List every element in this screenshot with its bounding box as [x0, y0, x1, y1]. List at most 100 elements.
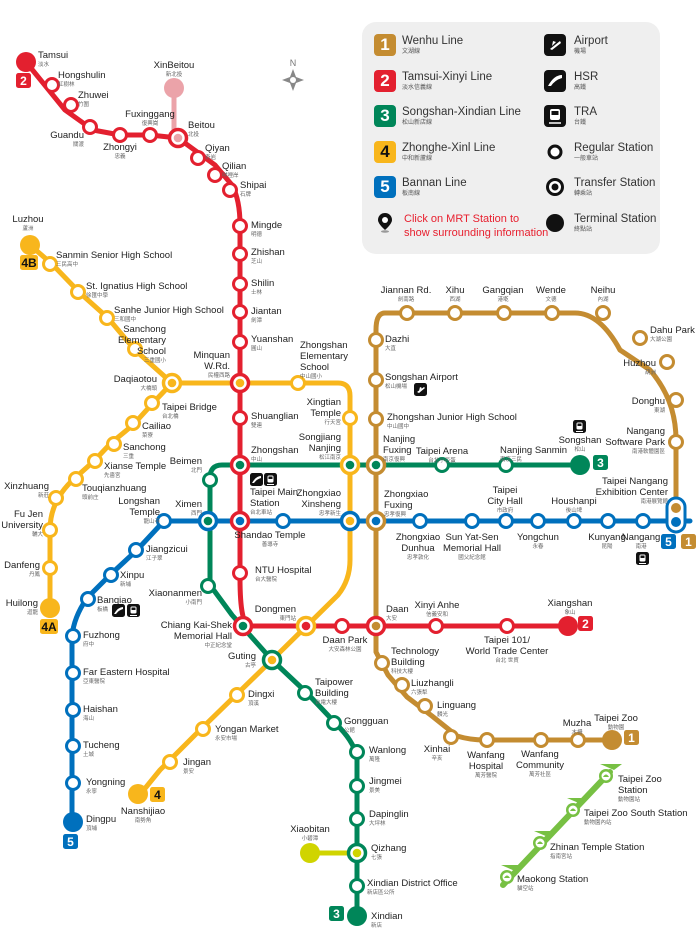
- station-yongan-market[interactable]: [195, 721, 211, 737]
- station-xihu[interactable]: [447, 305, 463, 321]
- station-xinzhuang[interactable]: [48, 490, 64, 506]
- station-name[interactable]: Minquan: [194, 350, 230, 361]
- regular-station-marker[interactable]: [530, 513, 546, 529]
- station-name[interactable]: Danfeng: [4, 560, 40, 571]
- station-daan-park[interactable]: [334, 618, 350, 634]
- station-ntu-hospital[interactable]: [232, 565, 248, 581]
- regular-station-marker[interactable]: [600, 513, 616, 529]
- station-songjiang-nanjing[interactable]: [339, 454, 361, 476]
- station-name[interactable]: Jiantan: [251, 306, 282, 317]
- regular-station-marker[interactable]: [125, 415, 141, 431]
- station-name[interactable]: Sanchong: [123, 324, 166, 335]
- regular-station-marker[interactable]: [659, 354, 675, 370]
- station-beitou[interactable]: [167, 127, 189, 149]
- station-name[interactable]: Donghu: [632, 396, 665, 407]
- station-name[interactable]: Yongan Market: [215, 724, 279, 735]
- station-touqianzhuang[interactable]: [68, 471, 84, 487]
- station-name[interactable]: Zhongyi: [103, 142, 137, 153]
- station-haishan[interactable]: [65, 702, 81, 718]
- station-dingpu[interactable]: [63, 812, 83, 832]
- regular-station-marker[interactable]: [498, 513, 514, 529]
- station-taipei-zoo-station[interactable]: [599, 764, 622, 783]
- station-name[interactable]: Haishan: [83, 704, 118, 715]
- station-name[interactable]: Daan Park: [323, 635, 368, 646]
- station-tucheng[interactable]: [65, 738, 81, 754]
- station-name[interactable]: Xinsheng: [301, 499, 341, 510]
- station-zhuwei[interactable]: [63, 97, 79, 113]
- station-donghu[interactable]: [668, 392, 684, 408]
- station-neihu[interactable]: [595, 305, 611, 321]
- station-name[interactable]: Jiannan Rd.: [381, 285, 432, 296]
- station-taipei-zoo[interactable]: [602, 730, 622, 750]
- station-name[interactable]: Station: [618, 785, 648, 796]
- station-guting[interactable]: [261, 649, 283, 671]
- regular-station-marker[interactable]: [334, 618, 350, 634]
- station-name[interactable]: Dapinglin: [369, 809, 409, 820]
- regular-station-marker[interactable]: [635, 513, 651, 529]
- regular-station-marker[interactable]: [232, 218, 248, 234]
- station-zhongshan[interactable]: [229, 454, 251, 476]
- regular-station-marker[interactable]: [428, 618, 444, 634]
- station-name[interactable]: Shuanglian: [251, 411, 299, 422]
- station-name[interactable]: Zhongxiao: [297, 488, 341, 499]
- station-wanlong[interactable]: [349, 744, 365, 760]
- station-st-ignatius-high-school[interactable]: [70, 284, 86, 300]
- station-shandao-temple[interactable]: [275, 513, 291, 529]
- station-chiang-kai-shek-memorial-hall[interactable]: [232, 615, 254, 637]
- regular-station-marker[interactable]: [87, 453, 103, 469]
- station-name[interactable]: Huilong: [6, 598, 38, 609]
- regular-station-marker[interactable]: [632, 330, 648, 346]
- station-name[interactable]: Tucheng: [83, 740, 120, 751]
- station-name[interactable]: Nanjing: [309, 443, 341, 454]
- regular-station-marker[interactable]: [65, 738, 81, 754]
- station-name[interactable]: Beitou: [188, 120, 215, 131]
- regular-station-marker[interactable]: [443, 729, 459, 745]
- station-name[interactable]: Jiangzicui: [146, 544, 188, 555]
- station-name[interactable]: Maokong Station: [517, 874, 588, 885]
- regular-station-marker[interactable]: [232, 334, 248, 350]
- station-zhishan[interactable]: [232, 246, 248, 262]
- station-name[interactable]: Taipei: [493, 485, 518, 496]
- station-name[interactable]: Guting: [228, 651, 256, 662]
- station-beimen[interactable]: [202, 472, 218, 488]
- station-name[interactable]: Jingmei: [369, 776, 402, 787]
- station-name[interactable]: Nanjing Sanmin: [500, 445, 567, 456]
- station-name[interactable]: Muzha: [563, 718, 592, 729]
- station-minquan-w-rd[interactable]: [229, 372, 251, 394]
- station-name[interactable]: Building: [391, 657, 425, 668]
- regular-station-marker[interactable]: [232, 246, 248, 262]
- station-name[interactable]: Xindian: [371, 911, 403, 922]
- station-name[interactable]: Zhishan: [251, 247, 285, 258]
- station-name[interactable]: Building: [315, 688, 349, 699]
- station-name[interactable]: World Trade Center: [466, 646, 549, 657]
- station-xinpu[interactable]: [103, 567, 119, 583]
- station-name[interactable]: Songshan Airport: [385, 372, 458, 383]
- station-songshan-airport[interactable]: [368, 372, 384, 388]
